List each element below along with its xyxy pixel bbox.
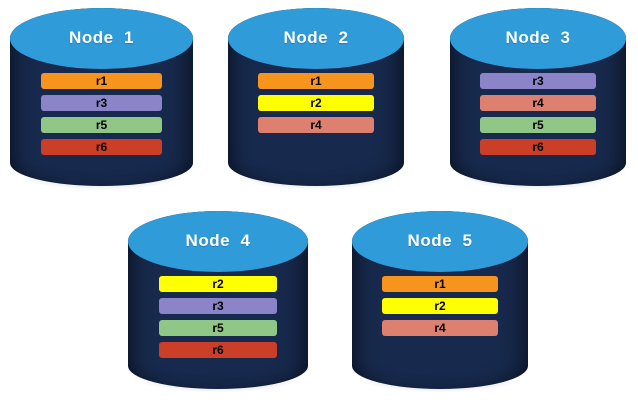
cylinder-top-disc [228, 8, 404, 69]
replica-bar[interactable]: r4 [479, 94, 597, 111]
replica-label: r2 [212, 276, 224, 291]
replica-label: r3 [212, 298, 224, 313]
replica-bar[interactable]: r1 [381, 275, 499, 292]
replica-bar[interactable]: r1 [41, 72, 162, 89]
replica-label: r5 [212, 320, 224, 335]
node-label: Node 1 [69, 28, 134, 48]
replica-label: r2 [310, 95, 322, 110]
node-2[interactable]: Node 2 r1 r2 r4 [228, 8, 404, 190]
node-label: Node 3 [505, 28, 571, 48]
replica-bar[interactable]: r5 [158, 319, 278, 336]
replica-bar[interactable]: r5 [479, 116, 597, 133]
node-5[interactable]: Node 5 r1 r2 r4 [352, 211, 528, 393]
replica-label: r1 [95, 73, 108, 88]
replica-bar[interactable]: r3 [479, 72, 597, 89]
node-label: Node 2 [283, 28, 349, 48]
replica-list: r1 r3 r5 r6 [41, 72, 162, 155]
replica-label: r4 [532, 95, 544, 110]
cylinder-top-disc [450, 8, 626, 69]
replica-label: r2 [434, 298, 446, 313]
replica-bar[interactable]: r3 [41, 94, 162, 111]
replica-label: r4 [434, 320, 446, 335]
cylinder-top-disc [10, 8, 193, 69]
replica-list: r2 r3 r5 r6 [158, 275, 278, 358]
replica-label: r5 [95, 117, 108, 132]
replica-bar[interactable]: r1 [257, 72, 375, 89]
replica-list: r1 r2 r4 [257, 72, 375, 133]
node-label: Node 5 [407, 231, 473, 251]
replica-label: r1 [434, 276, 446, 291]
replica-bar[interactable]: r5 [41, 116, 162, 133]
replica-label: r3 [532, 73, 544, 88]
node-1[interactable]: Node 1 r1 r3 r5 r6 [10, 8, 193, 190]
replica-label: r6 [532, 139, 544, 154]
replica-bar[interactable]: r3 [158, 297, 278, 314]
node-4[interactable]: Node 4 r2 r3 r5 r6 [128, 211, 308, 393]
node-label: Node 4 [185, 231, 251, 251]
replica-bar[interactable]: r2 [158, 275, 278, 292]
replica-bar[interactable]: r6 [479, 138, 597, 155]
cylinder-top-disc [128, 211, 308, 272]
replica-label: r4 [310, 117, 322, 132]
replica-bar[interactable]: r2 [257, 94, 375, 111]
replica-label: r6 [212, 342, 224, 357]
replica-bar[interactable]: r4 [381, 319, 499, 336]
cylinder-top-disc [352, 211, 528, 272]
replica-bar[interactable]: r6 [41, 138, 162, 155]
replica-list: r3 r4 r5 r6 [479, 72, 597, 155]
replica-label: r5 [532, 117, 544, 132]
replica-bar[interactable]: r2 [381, 297, 499, 314]
replica-bar[interactable]: r4 [257, 116, 375, 133]
replica-bar[interactable]: r6 [158, 341, 278, 358]
replica-list: r1 r2 r4 [381, 275, 499, 336]
replica-label: r6 [95, 139, 108, 154]
replica-label: r1 [310, 73, 322, 88]
replica-label: r3 [95, 95, 108, 110]
node-3[interactable]: Node 3 r3 r4 r5 r6 [450, 8, 626, 190]
